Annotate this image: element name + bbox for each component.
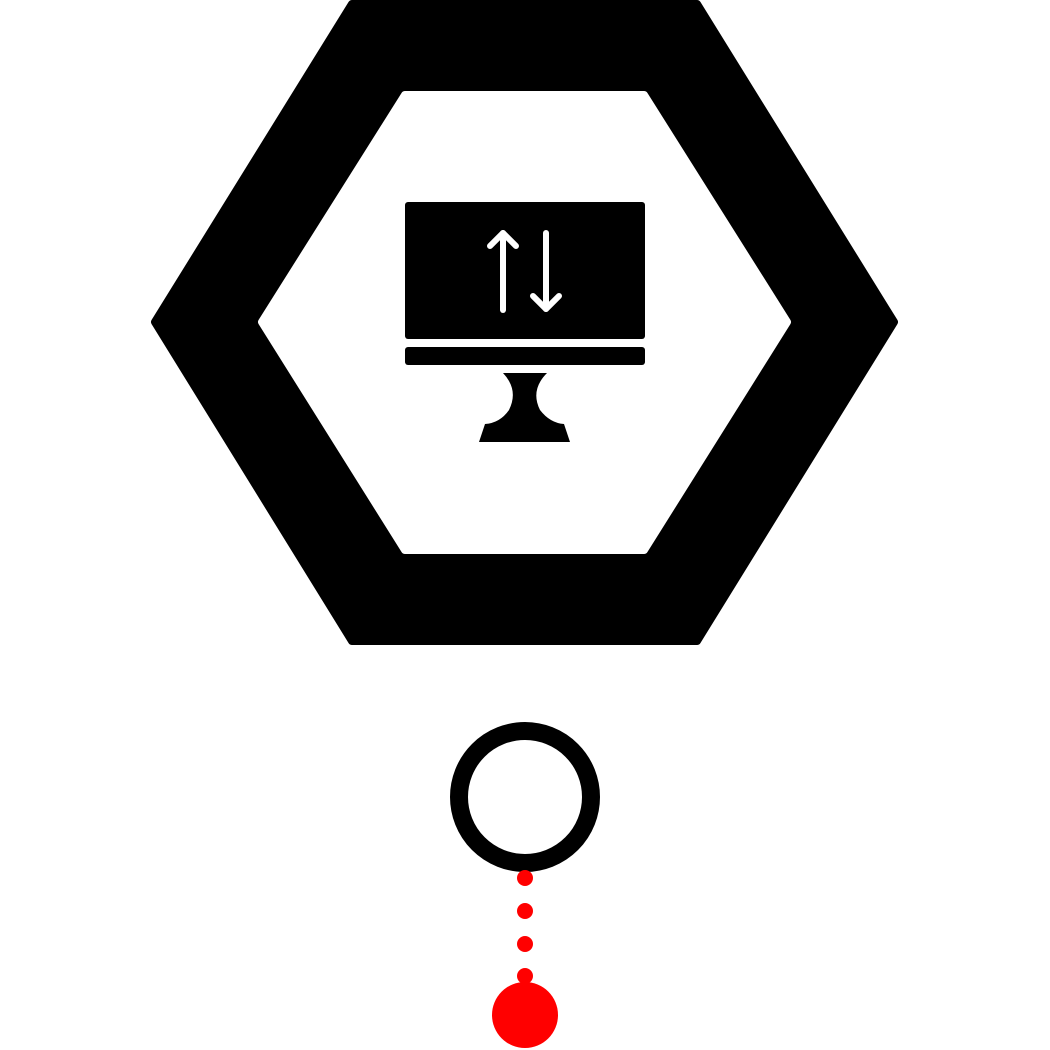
monitor-stand: [479, 373, 570, 442]
monitor-bezel: [405, 347, 645, 365]
connector-dot: [517, 968, 533, 984]
red-dot-anchor: [492, 982, 558, 1048]
monitor-screen: [405, 202, 645, 339]
dotted-connector: [517, 870, 533, 984]
ring-node: [450, 722, 600, 872]
connector-dot: [517, 870, 533, 886]
arrow-up-icon: [487, 230, 519, 313]
connector-dot: [517, 936, 533, 952]
monitor-data-transfer-icon: [405, 202, 645, 442]
connector-dot: [517, 903, 533, 919]
arrow-down-icon: [530, 230, 562, 312]
